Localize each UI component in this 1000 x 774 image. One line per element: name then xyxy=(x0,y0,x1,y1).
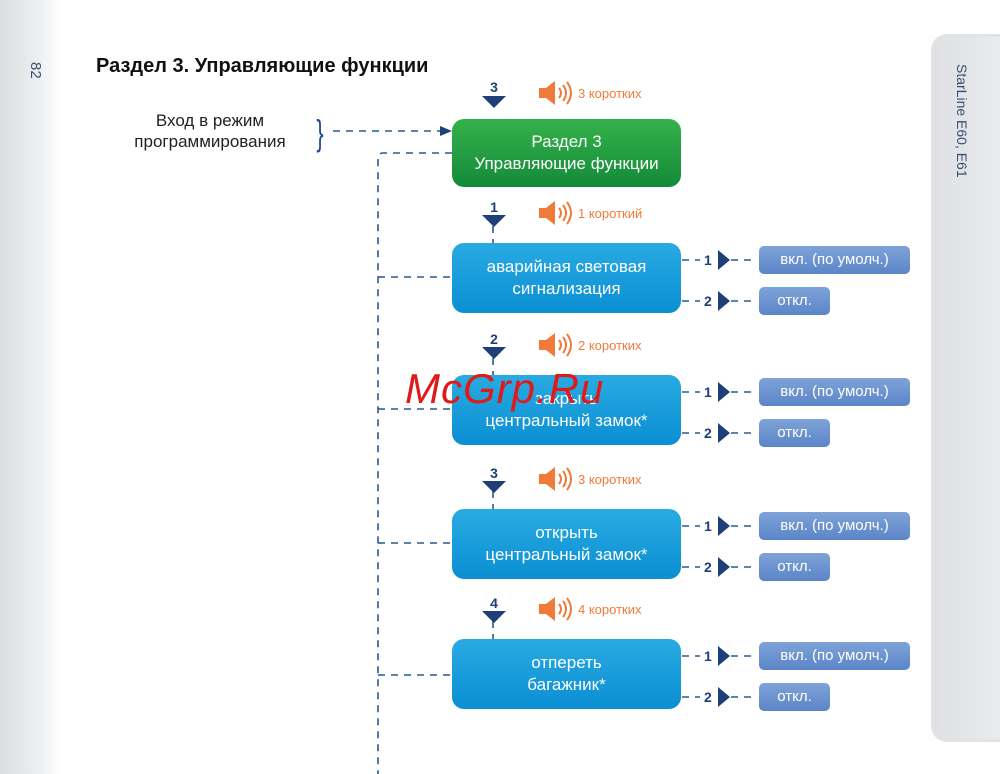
function-node[interactable]: отпереть багажник* xyxy=(452,639,681,709)
step-number: 4 xyxy=(490,595,498,611)
option-arrow-icon xyxy=(718,557,730,577)
function-node[interactable]: открыть центральный замок* xyxy=(452,509,681,579)
section-title: Раздел 3. Управляющие функции xyxy=(96,55,429,77)
option-number: 1 xyxy=(704,518,712,534)
option-on-button[interactable]: вкл. (по умолч.) xyxy=(759,246,910,274)
speaker-icon xyxy=(539,201,572,225)
option-off-button[interactable]: откл. xyxy=(759,419,830,447)
option-arrow-icon xyxy=(718,646,730,666)
brace-icon: } xyxy=(316,112,324,153)
option-on-button[interactable]: вкл. (по умолч.) xyxy=(759,512,910,540)
option-on-button[interactable]: вкл. (по умолч.) xyxy=(759,642,910,670)
option-arrow-icon xyxy=(718,423,730,443)
node-line1: Раздел 3 xyxy=(531,132,602,151)
node-line1: отпереть xyxy=(531,653,602,672)
option-off-button[interactable]: откл. xyxy=(759,287,830,315)
function-node[interactable]: аварийная световая сигнализация xyxy=(452,243,681,313)
step-number: 3 xyxy=(490,465,498,481)
option-on-button[interactable]: вкл. (по умолч.) xyxy=(759,378,910,406)
page-margin xyxy=(0,0,62,774)
speaker-icon xyxy=(539,467,572,491)
speaker-icon xyxy=(539,333,572,357)
beep-label: 1 короткий xyxy=(578,206,643,221)
option-number: 1 xyxy=(704,384,712,400)
node-line2: центральный замок* xyxy=(485,411,648,430)
step-arrow-icon xyxy=(482,481,506,493)
entry-label: Вход в режим программирования xyxy=(100,110,320,152)
option-arrow-icon xyxy=(718,687,730,707)
option-number: 1 xyxy=(704,252,712,268)
watermark: McGrp.Ru xyxy=(405,365,605,412)
side-tab xyxy=(931,34,1000,742)
option-off-button[interactable]: откл. xyxy=(759,683,830,711)
option-arrow-icon xyxy=(718,382,730,402)
entry-label-line1: Вход в режим xyxy=(155,111,265,130)
node-line2: багажник* xyxy=(527,675,606,694)
step-arrow-icon xyxy=(482,215,506,227)
option-number: 1 xyxy=(704,648,712,664)
speaker-icon xyxy=(539,81,572,105)
speaker-icon xyxy=(539,597,572,621)
step-arrow-icon xyxy=(482,611,506,623)
function-node[interactable]: закрыть центральный замок* xyxy=(452,375,681,445)
option-off-button[interactable]: откл. xyxy=(759,553,830,581)
node-line2: центральный замок* xyxy=(485,545,648,564)
node-line1: аварийная световая xyxy=(486,257,647,276)
beep-label: 3 коротких xyxy=(578,472,642,487)
beep-label: 3 коротких xyxy=(578,86,642,101)
return-connector xyxy=(377,152,452,774)
entry-arrow-icon xyxy=(440,126,452,136)
beep-label: 2 коротких xyxy=(578,338,642,353)
beep-label: 4 коротких xyxy=(578,602,642,617)
root-step-number: 3 xyxy=(490,79,498,95)
step-number: 1 xyxy=(490,199,498,215)
option-number: 2 xyxy=(704,293,712,309)
step-arrow-icon xyxy=(482,96,506,108)
entry-label-line2: программирования xyxy=(134,132,286,151)
option-number: 2 xyxy=(704,559,712,575)
option-arrow-icon xyxy=(718,291,730,311)
option-arrow-icon xyxy=(718,516,730,536)
option-number: 2 xyxy=(704,689,712,705)
option-number: 2 xyxy=(704,425,712,441)
node-line2: Управляющие функции xyxy=(474,154,659,173)
option-arrow-icon xyxy=(718,250,730,270)
step-number: 2 xyxy=(490,331,498,347)
step-arrow-icon xyxy=(482,347,506,359)
section-node[interactable]: Раздел 3 Управляющие функции xyxy=(452,119,681,187)
node-line1: открыть xyxy=(535,523,598,542)
node-line2: сигнализация xyxy=(512,279,621,298)
node-line1: закрыть xyxy=(534,389,598,408)
